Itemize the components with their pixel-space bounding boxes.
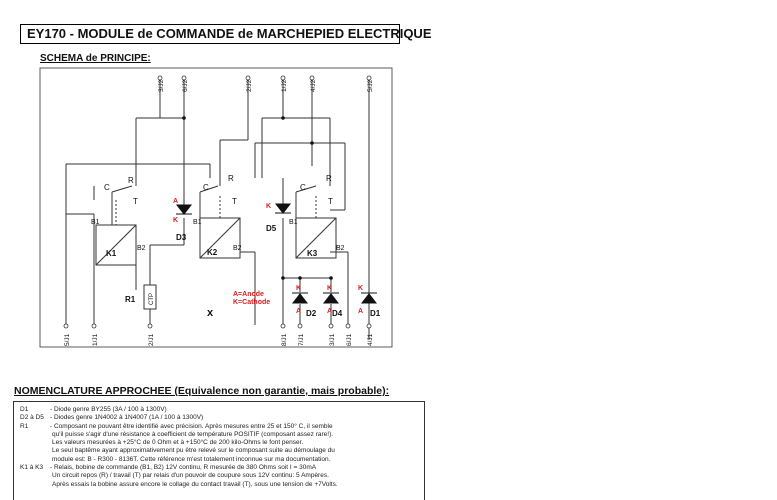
nomenclature-row: Un circuit repos (R) / travail (T) par r…	[52, 472, 329, 480]
nomenclature-list: D1- Diode genre BY255 (3A / 100 à 1300V)…	[20, 406, 338, 489]
relay-k2-label: K2	[207, 248, 218, 257]
page-title: EY170 - MODULE de COMMANDE de MARCHEPIED…	[27, 26, 432, 41]
wires	[65, 78, 370, 340]
nomenclature-row: K1 à K3- Relais, bobine de commande (B1,…	[20, 464, 317, 472]
terminal-bottom-label: 4/J1	[367, 333, 374, 346]
diode-d2-label: D2	[306, 309, 317, 318]
contact-t-label: T	[232, 197, 237, 206]
nomenclature-row: Les valeurs mesurées à +25°C de 0 Ohm et…	[52, 439, 304, 447]
terminal-bottom-label: 7/J1	[298, 333, 305, 346]
coil-b1-label: B1	[289, 219, 298, 226]
terminal-top-label: 3/J2	[158, 79, 165, 92]
diode-d4	[322, 292, 340, 304]
coil-b2-label: B2	[137, 245, 146, 252]
cathode-marker: K	[296, 285, 301, 292]
cathode-marker: K	[173, 217, 178, 224]
diode-d2	[291, 292, 309, 304]
anode-marker: A	[327, 308, 332, 315]
legend-anode: A=Anode	[233, 291, 264, 298]
relay-k1-label: K1	[106, 249, 117, 258]
terminal-bottom-label: 5/J1	[64, 333, 71, 346]
nomenclature-row: D1- Diode genre BY255 (3A / 100 à 1300V)	[20, 406, 167, 413]
diode-d5-label: D5	[266, 224, 277, 233]
nomenclature-row: Après essais la bobine assure encore le …	[52, 480, 338, 488]
contact-c-label: C	[300, 183, 306, 192]
diode-d3-label: D3	[176, 233, 187, 242]
cross-mark: x	[207, 307, 214, 319]
legend-cathode: K=Cathode	[233, 299, 270, 306]
contact-c-label: C	[104, 183, 110, 192]
terminal-top-label: 2/J2	[246, 79, 253, 92]
terminal-top-label: 4/J2	[310, 79, 317, 92]
terminal-bottom-label: 6/J1	[346, 333, 353, 346]
terminal-top-label: 6/J2	[182, 79, 189, 92]
terminal-bottom-label: 8/J1	[281, 333, 288, 346]
coil-b1-label: B1	[193, 219, 202, 226]
anode-marker: A	[358, 308, 363, 315]
cathode-marker: K	[327, 285, 332, 292]
anode-marker: A	[296, 308, 301, 315]
relay-k3	[295, 196, 337, 259]
terminal-bottom-label: 1/J1	[92, 333, 99, 346]
resistor-name: R1	[125, 295, 136, 304]
diode-d4-label: D4	[332, 309, 343, 318]
anode-marker: A	[173, 198, 178, 205]
diode-d3	[175, 204, 193, 215]
diode-d1-label: D1	[370, 309, 381, 318]
contact-t-label: T	[133, 197, 138, 206]
nomenclature-box: D1- Diode genre BY255 (3A / 100 à 1300V)…	[13, 401, 425, 500]
nomenclature-row: qu'il puisse s'agir d'une résistance à c…	[52, 430, 334, 438]
nomenclature-row: D2 à D5- Diodes genre 1N4002 à 1N4007 (1…	[20, 414, 204, 422]
coil-b2-label: B2	[336, 245, 345, 252]
terminal-bottom-label: 2/J1	[148, 333, 155, 346]
diode-d5	[274, 203, 292, 214]
contact-t-label: T	[328, 197, 333, 206]
resistor-body: CTP	[149, 293, 155, 305]
coil-b2-label: B2	[233, 245, 242, 252]
schematic-frame	[39, 67, 393, 348]
relay-k1	[95, 200, 137, 266]
contact-c-label: C	[203, 183, 209, 192]
coil-b1-label: B1	[91, 219, 100, 226]
resistor-r1	[143, 284, 157, 310]
nomenclature-heading: NOMENCLATURE APPROCHEE (Equivalence non …	[14, 385, 390, 397]
cathode-marker: K	[358, 285, 363, 292]
contact-r-label: R	[228, 174, 234, 183]
relay-k3-label: K3	[307, 249, 318, 258]
terminal-bottom-label: 3/J1	[329, 333, 336, 346]
contact-r-label: R	[326, 174, 332, 183]
schema-heading: SCHEMA de PRINCIPE:	[40, 53, 151, 64]
contact-r-label: R	[128, 176, 134, 185]
diode-d1	[360, 292, 378, 304]
nomenclature-row: module est: B - R300 - 8136T. Cette réfé…	[52, 455, 331, 463]
terminal-top-label: 1/J2	[281, 79, 288, 92]
nomenclature-row: Le seul baptême ayant approximativement …	[52, 447, 335, 455]
title-box: EY170 - MODULE de COMMANDE de MARCHEPIED…	[20, 24, 432, 44]
terminal-top-label: 5/J2	[367, 79, 374, 92]
relay-k2	[199, 196, 241, 259]
cathode-marker: K	[266, 203, 271, 210]
nomenclature-row: R1- Composant ne pouvant être identifié …	[20, 422, 333, 430]
